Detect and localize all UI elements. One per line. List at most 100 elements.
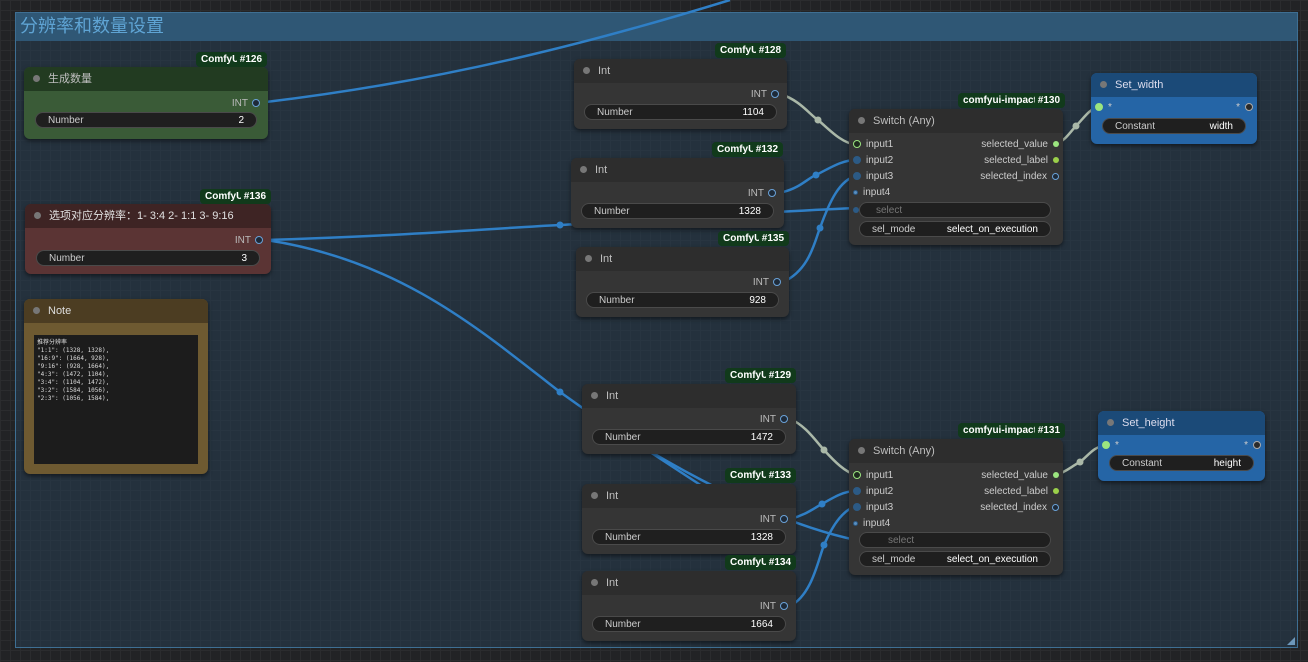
group-title[interactable]: 分辨率和数量设置 xyxy=(16,13,1297,41)
widget-label: Number xyxy=(48,115,84,126)
input3-slot[interactable]: input3 xyxy=(853,170,893,184)
group-resize-handle[interactable] xyxy=(1287,637,1295,645)
set-width-output[interactable]: * xyxy=(1236,101,1253,115)
output-socket-icon[interactable] xyxy=(252,99,260,108)
collapse-dot-icon[interactable] xyxy=(591,492,598,499)
select-widget[interactable]: select xyxy=(859,532,1051,548)
select-widget[interactable]: select xyxy=(853,202,1051,218)
collapse-dot-icon[interactable] xyxy=(858,447,865,454)
widget-label: Number xyxy=(597,107,633,118)
node-note[interactable]: Note 推荐分辨率 "1:1": (1328, 1328), "16:9": … xyxy=(24,299,208,474)
node-130-header[interactable]: Switch (Any) xyxy=(849,109,1063,133)
input2-slot[interactable]: input2 xyxy=(853,154,893,168)
output-socket-icon xyxy=(1245,103,1253,112)
collapse-dot-icon[interactable] xyxy=(591,392,598,399)
collapse-dot-icon[interactable] xyxy=(580,166,587,173)
output-socket-icon[interactable] xyxy=(780,515,788,524)
output-socket-icon[interactable] xyxy=(780,415,788,424)
output-socket-icon[interactable] xyxy=(768,189,776,198)
collapse-dot-icon[interactable] xyxy=(591,579,598,586)
node-126-header[interactable]: 生成数量 xyxy=(24,67,268,91)
widget-value: 1472 xyxy=(750,432,773,443)
node-136-header[interactable]: 选项对应分辨率：1- 3:4 2- 1:1 3- 9:16 xyxy=(25,204,271,228)
set-width-header[interactable]: Set_width xyxy=(1091,73,1257,97)
note-text[interactable]: 推荐分辨率 "1:1": (1328, 1328), "16:9": (1664… xyxy=(30,331,202,468)
input3-slot[interactable]: input3 xyxy=(853,501,893,515)
set-height-header[interactable]: Set_height xyxy=(1098,411,1265,435)
output-selected-index[interactable]: selected_index xyxy=(980,501,1059,515)
output-selected-value[interactable]: selected_value xyxy=(981,138,1059,152)
collapse-dot-icon[interactable] xyxy=(33,75,40,82)
node-135-header[interactable]: Int xyxy=(576,247,789,271)
node-131-switch[interactable]: Switch (Any) input1 input2 input3 input4… xyxy=(849,439,1063,575)
node-136-resolution-option[interactable]: 选项对应分辨率：1- 3:4 2- 1:1 3- 9:16 INT Number… xyxy=(25,204,271,274)
node-131-header[interactable]: Switch (Any) xyxy=(849,439,1063,463)
set-height-output[interactable]: * xyxy=(1244,439,1261,453)
node-133-badge: ComfyUI #133 xyxy=(725,468,797,483)
widget-value: 928 xyxy=(749,295,766,306)
collapse-dot-icon[interactable] xyxy=(858,117,865,124)
output-selected-label[interactable]: selected_label xyxy=(984,154,1059,168)
output-socket-icon[interactable] xyxy=(771,90,779,99)
output-label: INT xyxy=(747,188,764,199)
output-label: INT xyxy=(759,514,776,525)
input4-slot[interactable]: input4 xyxy=(853,186,890,200)
output-socket-icon xyxy=(1053,141,1059,148)
widget-label: Number xyxy=(605,532,641,543)
note-header[interactable]: Note xyxy=(24,299,208,323)
output-socket-icon[interactable] xyxy=(780,602,788,611)
output-selected-label[interactable]: selected_label xyxy=(984,485,1059,499)
set-height-input[interactable]: * xyxy=(1102,439,1119,453)
collapse-dot-icon[interactable] xyxy=(34,212,41,219)
node-128-header[interactable]: Int xyxy=(574,59,787,83)
node-135-badge: ComfyUI #135 xyxy=(718,231,790,246)
output-selected-index[interactable]: selected_index xyxy=(980,170,1059,184)
input1-slot[interactable]: input1 xyxy=(853,138,893,152)
node-129-badge: ComfyUI #129 xyxy=(725,368,797,383)
input1-slot[interactable]: input1 xyxy=(853,469,893,483)
node-133-header[interactable]: Int xyxy=(582,484,796,508)
node-132-header[interactable]: Int xyxy=(571,158,784,182)
node-134-output: INT xyxy=(760,600,788,614)
collapse-dot-icon[interactable] xyxy=(1107,419,1114,426)
output-socket-icon[interactable] xyxy=(773,278,781,287)
output-socket-icon[interactable] xyxy=(255,236,263,245)
output-label: INT xyxy=(750,89,767,100)
input2-slot[interactable]: input2 xyxy=(853,485,893,499)
node-title: Switch (Any) xyxy=(873,115,935,127)
collapse-dot-icon[interactable] xyxy=(583,67,590,74)
node-130-switch[interactable]: Switch (Any) input1 input2 input3 input4… xyxy=(849,109,1063,245)
output-socket-icon xyxy=(1253,441,1261,450)
set-width-input[interactable]: * xyxy=(1095,101,1112,115)
widget-label: Number xyxy=(49,253,85,264)
node-129-header[interactable]: Int xyxy=(582,384,796,408)
collapse-dot-icon[interactable] xyxy=(33,307,40,314)
collapse-dot-icon[interactable] xyxy=(585,255,592,262)
output-selected-value[interactable]: selected_value xyxy=(981,469,1059,483)
input4-slot[interactable]: input4 xyxy=(853,517,890,531)
node-134-header[interactable]: Int xyxy=(582,571,796,595)
node-136-output: INT xyxy=(235,234,263,248)
collapse-dot-icon[interactable] xyxy=(1100,81,1107,88)
